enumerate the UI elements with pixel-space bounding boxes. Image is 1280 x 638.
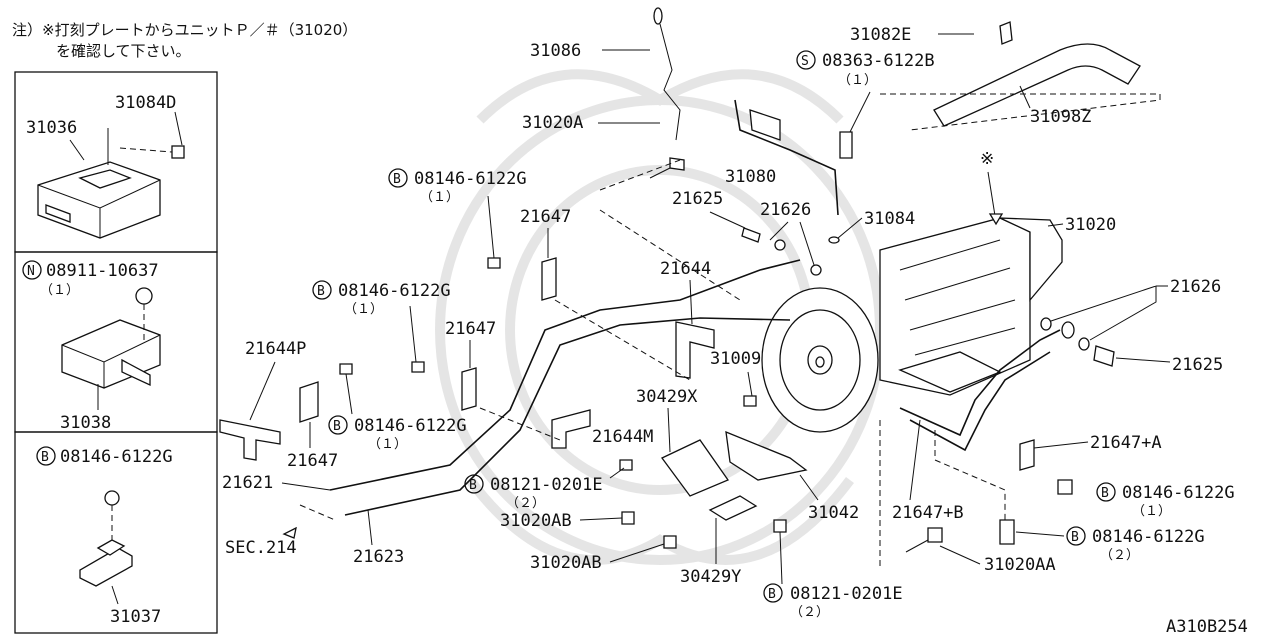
qty-08363: （１）: [838, 73, 877, 88]
label-08146-6122G-c: 08146-6122G: [338, 281, 451, 301]
label-31038: 31038: [60, 413, 111, 433]
label-sec-214: SEC.214: [225, 538, 297, 558]
qty-08146-b: （１）: [420, 190, 459, 205]
mark-B-5: B: [469, 478, 477, 493]
bracket-21644: [675, 321, 715, 379]
label-08146-6122G-b: 08146-6122G: [414, 169, 527, 189]
label-21626-top: 21626: [760, 200, 811, 220]
unit-31038: [61, 287, 161, 389]
qty-08146-e: （１）: [1132, 504, 1171, 519]
circle-B-1: [36, 446, 56, 466]
symbol-mark: ※: [980, 149, 994, 169]
label-21647-plusB: 21647+B: [892, 503, 964, 523]
label-31084D: 31084D: [115, 93, 176, 113]
label-08911-10637: 08911-10637: [46, 261, 159, 281]
label-21647-b: 21647: [445, 319, 496, 339]
bracket-21644P: [219, 419, 281, 461]
dipstick-31086: [653, 7, 681, 141]
circle-B-5: [464, 474, 484, 494]
note-line-1: 注）※打刻プレートからユニットＰ／＃（31020）: [12, 21, 358, 39]
mark-B-8: B: [1071, 530, 1079, 545]
mark-B-2: B: [393, 172, 401, 187]
label-31082E: 31082E: [850, 25, 911, 45]
label-21644P: 21644P: [245, 339, 306, 359]
label-08146-6122G-f: 08146-6122G: [1092, 527, 1205, 547]
label-31020AA: 31020AA: [984, 555, 1056, 575]
label-21644: 21644: [660, 259, 711, 279]
filler-tube-31080: [734, 99, 839, 216]
transmission-31020: [761, 217, 1063, 433]
circle-S: [796, 50, 816, 70]
label-08146-6122G-d: 08146-6122G: [354, 416, 467, 436]
label-08146-6122G-inset: 08146-6122G: [60, 447, 173, 467]
label-31084: 31084: [864, 209, 915, 229]
qty-08911: （１）: [40, 283, 79, 298]
label-31037: 31037: [110, 607, 161, 627]
label-08363-6122B: 08363-6122B: [822, 51, 935, 71]
reference-code: A310B254: [1166, 617, 1248, 637]
label-31080: 31080: [725, 167, 776, 187]
mark-S: S: [801, 54, 809, 69]
inset-panel-31037: [14, 431, 218, 634]
sensor-31037: [79, 490, 133, 587]
label-08146-6122G-e: 08146-6122G: [1122, 483, 1235, 503]
qty-08121-b: （２）: [790, 605, 829, 620]
mark-B-1: B: [41, 450, 49, 465]
plate-31042: [725, 430, 808, 481]
clamp-21647-a: [541, 257, 557, 301]
label-21626-right: 21626: [1170, 277, 1221, 297]
mark-B-6: B: [768, 587, 776, 602]
label-21623: 21623: [353, 547, 404, 567]
label-31009: 31009: [710, 349, 761, 369]
label-21647-plusA: 21647+A: [1090, 433, 1162, 453]
mark-B-7: B: [1101, 486, 1109, 501]
circle-B-8: [1066, 526, 1086, 546]
mark-N: N: [27, 264, 35, 279]
label-21621: 21621: [222, 473, 273, 493]
label-30429X: 30429X: [636, 387, 698, 407]
label-21647-c: 21647: [287, 451, 338, 471]
cooler-pipe-21623: [344, 317, 791, 516]
bracket-21644M: [551, 409, 591, 449]
label-21625-right: 21625: [1172, 355, 1223, 375]
cooler-pipe-right: [899, 329, 1061, 452]
breather-hose-31098Z: [933, 21, 1141, 127]
clamp-21647-c: [299, 381, 319, 423]
clamp-21647-b: [461, 367, 477, 411]
label-21647-a: 21647: [520, 207, 571, 227]
circle-B-2: [388, 168, 408, 188]
control-unit-31036: [37, 128, 185, 239]
label-31036: 31036: [26, 118, 77, 138]
cover-30429Y: [708, 495, 758, 521]
qty-08146-f: （２）: [1100, 548, 1139, 563]
clamp-21647-plusA: [1019, 439, 1035, 471]
circle-B-4: [328, 415, 348, 435]
label-31086: 31086: [530, 41, 581, 61]
mark-B-4: B: [333, 419, 341, 434]
label-31020AB-b: 31020AB: [530, 553, 602, 573]
cooler-pipe-21621: [329, 259, 801, 491]
label-30429Y: 30429Y: [680, 567, 741, 587]
circle-B-3: [312, 280, 332, 300]
circle-B-7: [1096, 482, 1116, 502]
label-31098Z: 31098Z: [1030, 107, 1091, 127]
qty-08146-c: （１）: [344, 302, 383, 317]
qty-08146-d: （１）: [368, 437, 407, 452]
note-line-2: を確認して下さい。: [56, 42, 191, 60]
label-31020AB-a: 31020AB: [500, 511, 572, 531]
label-08121-0201E-b: 08121-0201E: [790, 584, 903, 604]
label-31042: 31042: [808, 503, 859, 523]
mark-B-3: B: [317, 284, 325, 299]
circle-B-6: [763, 583, 783, 603]
label-31020: 31020: [1065, 215, 1116, 235]
circle-N: [22, 260, 42, 280]
cover-30429X: [661, 439, 729, 497]
label-31020A: 31020A: [522, 113, 583, 133]
label-08121-0201E-a: 08121-0201E: [490, 475, 603, 495]
label-21644M: 21644M: [592, 427, 653, 447]
qty-08121-a: （２）: [506, 496, 545, 511]
label-21625-top: 21625: [672, 189, 723, 209]
